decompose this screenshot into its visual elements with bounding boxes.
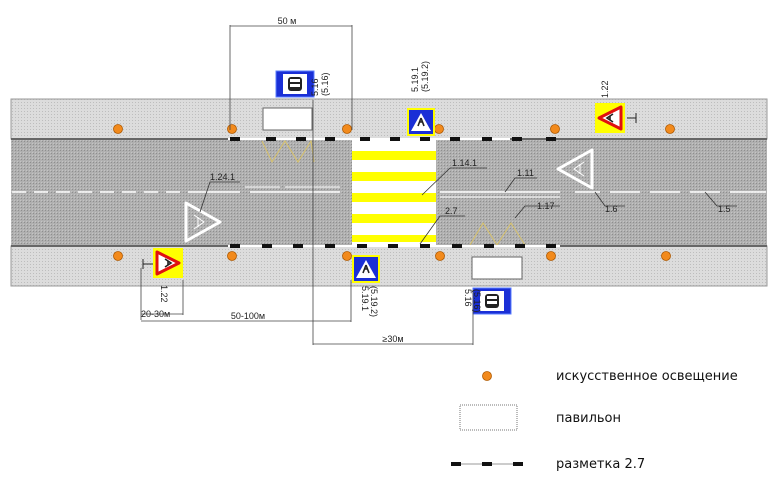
legend-label: павильон [556,411,621,426]
sign-code-label: 5.19.1 [410,67,420,92]
sidewalk-top [10,98,768,140]
bus-stop-sign-icon [275,70,315,98]
dim-long-label: 50-100м [231,311,265,321]
sign-code-label: 5.16 [310,78,320,96]
sidewalk-bottom [10,245,768,287]
marking-label: 1.17 [537,201,555,211]
sign-code-label: (5.16) [320,72,330,96]
pavilion-bottom [471,256,523,280]
sign-code-label: (5.19.2) [369,286,379,317]
legend-label: разметка 2.7 [556,457,645,472]
pedestrian-warning-sign-icon [593,101,627,135]
lamp-icon [342,124,352,134]
lamp-icon [546,251,556,261]
pedestrian-warning-sign-icon [151,246,185,280]
marking-label: 1.5 [718,204,731,214]
marking-label: 1.11 [517,168,534,178]
dimension-lines [140,25,474,345]
sign-code-label: (5.19.2) [420,61,430,92]
legend-marking-icon [451,462,523,466]
street-lamps [113,124,675,261]
marking-2-7-bottom [228,244,560,248]
pedestrian-crossing-sign-icon [406,107,436,137]
marking-label: 1.14.1 [452,158,477,168]
marking-2-7-top [228,137,556,141]
zigzag-1-17-top [261,139,315,164]
marking-label: 2.7 [445,206,458,216]
pedestrian-crossing-sign-icon [351,254,381,284]
sign-code-label: 1.22 [159,285,169,303]
pedestrian-crossing-1-14-1 [352,140,436,245]
lamp-icon [550,124,560,134]
lamp-icon [665,124,675,134]
dim-right-label: ≥30м [382,334,403,344]
lamp-icon [113,251,123,261]
lamp-icon [227,124,237,134]
legend-label: искусственное освещение [556,369,738,384]
legend-lamp-icon [482,371,492,381]
sign-code-label: (5.16) [472,289,482,313]
sign-code-label: 5.19.1 [360,286,370,311]
lamp-icon [342,251,352,261]
lamp-icon [434,124,444,134]
pavilion-top [262,107,313,131]
lamp-icon [661,251,671,261]
line-1-11 [245,186,560,198]
legend: искусственное освещение павильон разметк… [451,369,738,472]
marking-label: 1.24.1 [210,172,235,182]
marking-label: 1.6 [605,204,618,214]
lamp-icon [227,251,237,261]
leader-lines [199,167,737,245]
lamp-icon [435,251,445,261]
legend-pavilion-icon [459,404,518,431]
dim-short-label: 20-30м [141,309,170,319]
lamp-icon [113,124,123,134]
sign-code-label: 5.16 [463,289,473,307]
dim-top-label: 50 м [278,16,297,26]
sign-code-label: 1.22 [600,80,610,98]
